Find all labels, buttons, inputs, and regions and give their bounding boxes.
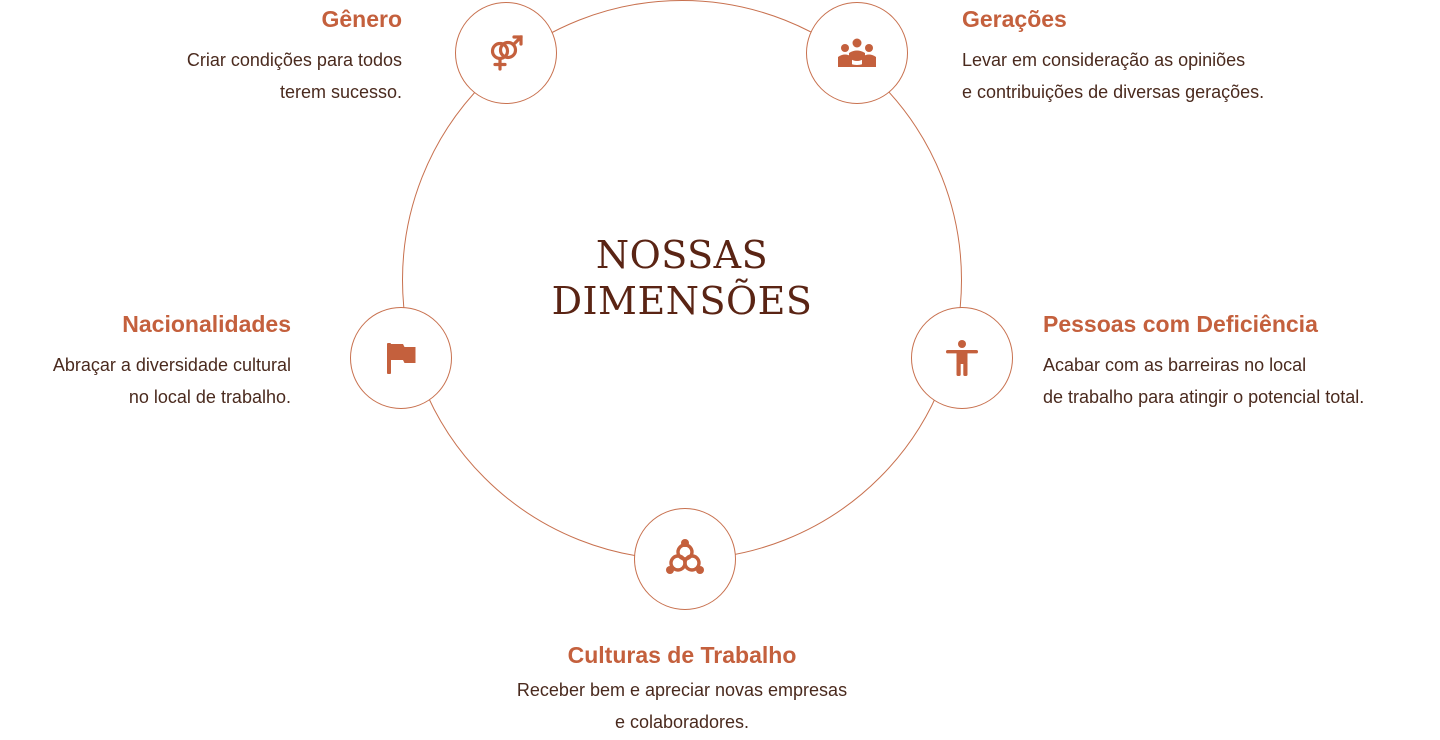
- dimension-title: Pessoas com Deficiência: [1043, 311, 1318, 337]
- dimension-title: Gênero: [321, 6, 402, 32]
- dimension-title: Gerações: [962, 6, 1067, 32]
- label-nacionalidades: Nacionalidades Abraçar a diversidade cul…: [53, 309, 291, 413]
- node-deficiencia: [911, 307, 1013, 409]
- dimension-description: Criar condições para todos terem sucesso…: [186, 50, 402, 102]
- people-group-icon: [838, 38, 876, 67]
- center-title: NOSSAS DIMENSÕES: [551, 233, 813, 323]
- flag-icon: [387, 343, 416, 374]
- node-nacionalidades: [350, 307, 452, 409]
- label-culturas: Culturas de Trabalho Receber bem e aprec…: [432, 640, 932, 738]
- dimension-title: Culturas de Trabalho: [567, 642, 797, 668]
- dimension-title: Nacionalidades: [122, 311, 291, 337]
- linked-rings-icon: [666, 539, 704, 574]
- dimension-description: Receber bem e apreciar novas empresas e …: [516, 680, 848, 732]
- node-culturas: [634, 508, 736, 610]
- label-genero: Gênero Criar condições para todos terem …: [187, 4, 402, 108]
- dimension-description: Abraçar a diversidade cultural no local …: [52, 355, 291, 407]
- label-geracoes: Gerações Levar em consideração as opiniõ…: [962, 4, 1264, 108]
- node-genero: [455, 2, 557, 104]
- accessibility-icon: [946, 340, 978, 376]
- gender-symbols-icon: [490, 35, 523, 71]
- dimension-description: Acabar com as barreiras no local de trab…: [1043, 355, 1365, 407]
- node-geracoes: [806, 2, 908, 104]
- label-deficiencia: Pessoas com Deficiência Acabar com as ba…: [1043, 309, 1364, 413]
- dimension-description: Levar em consideração as opiniões e cont…: [962, 50, 1265, 102]
